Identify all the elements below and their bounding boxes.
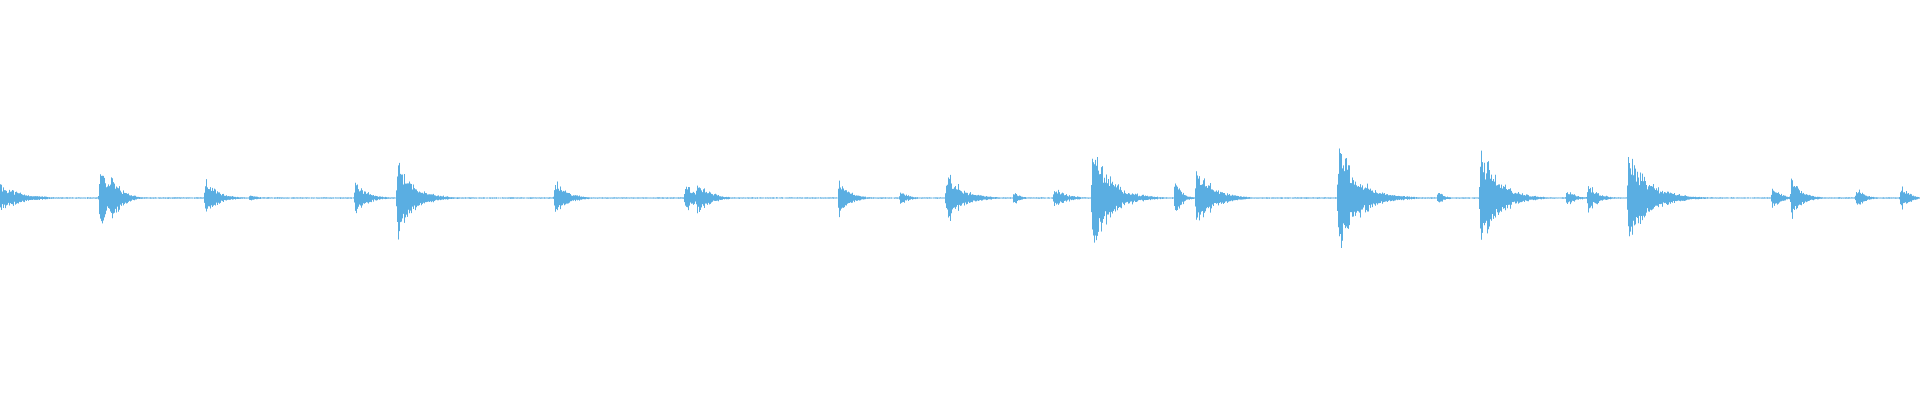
waveform-trace [0,148,1920,249]
